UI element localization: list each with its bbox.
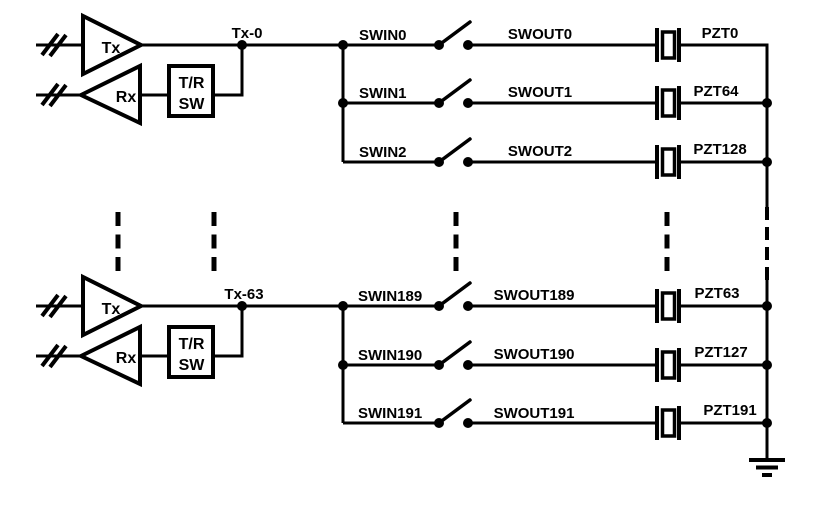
bus-slash-icon <box>40 343 68 369</box>
piezo-plates <box>655 28 681 62</box>
swin-label: SWIN0 <box>359 27 407 44</box>
spst-switch-icon <box>434 398 473 428</box>
junction-dot <box>762 360 772 370</box>
switch-lever <box>437 20 472 47</box>
piezo-plates <box>655 86 681 120</box>
swin-label: SWIN1 <box>359 85 407 102</box>
piezo-transducer-icon <box>655 28 681 62</box>
spst-switch-icon <box>434 137 473 167</box>
piezo-transducer-icon <box>655 348 681 382</box>
spst-switch-icon <box>434 281 473 311</box>
swout-label: SWOUT0 <box>508 26 572 43</box>
junction-dot <box>762 98 772 108</box>
tx-amplifier: Tx <box>36 273 146 339</box>
swout-label: SWOUT190 <box>494 346 575 363</box>
piezo-plates <box>655 348 681 382</box>
junction-dot <box>237 40 247 50</box>
spst-switch-icon <box>434 78 473 108</box>
rx-amplifier: Rx <box>36 323 142 388</box>
junction-dot <box>762 157 772 167</box>
wire-segment <box>213 45 244 97</box>
node-label: Tx-63 <box>224 286 263 303</box>
channel-row: SWIN1 SWOUT1 PZT64 <box>343 78 767 120</box>
swout-label: SWOUT189 <box>494 287 575 304</box>
swin-label: SWIN2 <box>359 144 407 161</box>
rx-label: Rx <box>116 89 137 106</box>
channel-row: SWIN0 SWOUT0 PZT0 <box>343 20 769 62</box>
piezo-transducer-icon <box>655 289 681 323</box>
wire-segment <box>213 306 244 358</box>
piezo-crystal-rect <box>660 147 677 177</box>
pzt-label: PZT0 <box>702 25 739 42</box>
bus-slash-icon <box>40 82 68 108</box>
channel-0: Tx Rx T/R SW Tx-0 SWIN0 <box>36 12 772 208</box>
piezo-plates <box>655 289 681 323</box>
tx-label: Tx <box>102 40 121 57</box>
tr-switch-rect <box>167 64 215 118</box>
swin-label: SWIN190 <box>358 347 422 364</box>
spst-switch-icon <box>434 340 473 370</box>
swout-label: SWOUT2 <box>508 143 572 160</box>
piezo-transducer-icon <box>655 86 681 120</box>
tx-amplifier: Tx <box>36 12 146 78</box>
piezo-transducer-icon <box>655 145 681 179</box>
switch-pole-dot <box>434 98 444 108</box>
switch-pole-dot <box>434 301 444 311</box>
piezo-plates <box>655 406 681 440</box>
channel-1: Tx Rx T/R SW Tx-63 SWIN189 <box>36 273 785 477</box>
switch-pole-dot <box>434 157 444 167</box>
node-label: Tx-0 <box>232 25 263 42</box>
switch-lever <box>437 340 472 367</box>
pzt-label: PZT191 <box>703 402 756 419</box>
tx-label: Tx <box>102 301 121 318</box>
tr-switch-label-line2: SW <box>179 357 206 374</box>
tx-triangle-icon <box>81 273 146 339</box>
channel-row: SWIN190 SWOUT190 PZT127 <box>343 340 767 382</box>
pzt-label: PZT64 <box>693 83 739 100</box>
piezo-crystal-rect <box>660 88 677 118</box>
channel-row: SWIN189 SWOUT189 PZT63 <box>343 281 767 323</box>
pzt-label: PZT127 <box>694 344 747 361</box>
bus-slash-icon <box>40 32 68 58</box>
switch-pole-dot <box>434 40 444 50</box>
piezo-crystal-rect <box>660 30 677 60</box>
rx-label: Rx <box>116 350 137 367</box>
switch-lever <box>437 137 472 164</box>
ground-icon <box>749 458 785 477</box>
channel-row: SWIN2 SWOUT2 PZT128 <box>343 137 767 179</box>
swin-label: SWIN191 <box>358 405 422 422</box>
tr-switch-label-line2: SW <box>179 96 206 113</box>
tr-switch-rect <box>167 325 215 379</box>
spst-switch-icon <box>434 20 473 50</box>
pzt-label: PZT63 <box>694 285 739 302</box>
junction-dot <box>237 301 247 311</box>
switch-lever <box>437 398 472 425</box>
continuation-dashes <box>115 207 769 280</box>
pzt-label: PZT128 <box>693 141 746 158</box>
switch-lever <box>437 281 472 308</box>
junction-dot <box>762 301 772 311</box>
swout-label: SWOUT191 <box>494 405 575 422</box>
channel-row: SWIN191 SWOUT191 PZT191 <box>343 398 767 440</box>
rx-amplifier: Rx <box>36 62 142 127</box>
switch-pole-dot <box>434 418 444 428</box>
bus-slash-icon <box>40 293 68 319</box>
tx-triangle-icon <box>81 12 146 78</box>
swout-label: SWOUT1 <box>508 84 572 101</box>
switch-pole-dot <box>434 360 444 370</box>
junction-dot <box>762 418 772 428</box>
piezo-transducer-icon <box>655 406 681 440</box>
piezo-crystal-rect <box>660 350 677 380</box>
swin-label: SWIN189 <box>358 288 422 305</box>
switch-lever <box>437 78 472 105</box>
tr-switch-box: T/R SW <box>140 306 244 379</box>
tr-switch-box: T/R SW <box>140 45 244 118</box>
piezo-crystal-rect <box>660 408 677 438</box>
tr-switch-label-line1: T/R <box>179 75 205 92</box>
tr-switch-label-line1: T/R <box>179 336 205 353</box>
piezo-crystal-rect <box>660 291 677 321</box>
piezo-plates <box>655 145 681 179</box>
